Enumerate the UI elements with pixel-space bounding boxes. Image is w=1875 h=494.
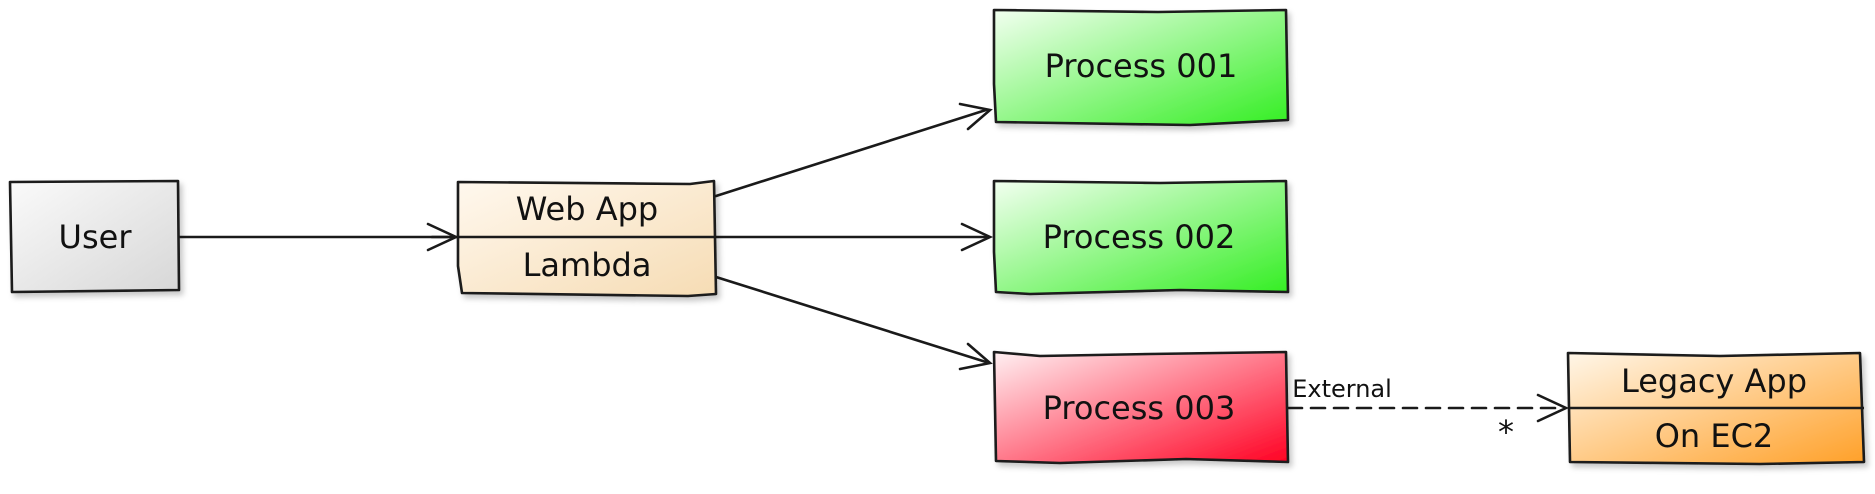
legacy-subtitle: On EC2 [1655,417,1774,455]
user-node[interactable]: User [8,179,181,294]
arrowhead-icon [960,222,994,252]
webapp-node[interactable]: Web App Lambda [456,179,718,298]
legacy-title: Legacy App [1621,362,1807,400]
edge-user-to-webapp [176,222,460,252]
edge-webapp-to-process002 [714,222,994,252]
multiplicity-label: * [1498,413,1514,451]
arrowhead-icon [958,342,993,371]
webapp-subtitle: Lambda [523,246,652,284]
arrowhead-icon [958,102,993,131]
legacy-node[interactable]: Legacy App On EC2 [1566,351,1866,466]
user-label: User [59,218,133,256]
webapp-title: Web App [516,190,658,228]
edge-label-external: External [1292,375,1392,403]
process001-node[interactable]: Process 001 [992,8,1290,127]
arrowhead-icon [1536,393,1570,423]
edge-webapp-to-process003 [714,275,993,371]
process002-node[interactable]: Process 002 [992,179,1290,296]
process003-node[interactable]: Process 003 [992,350,1290,465]
process001-label: Process 001 [1045,47,1238,85]
process002-label: Process 002 [1043,218,1236,256]
edge-webapp-to-process001 [714,102,993,198]
edge-process003-to-legacy: External * [1286,375,1570,451]
process003-label: Process 003 [1043,389,1236,427]
